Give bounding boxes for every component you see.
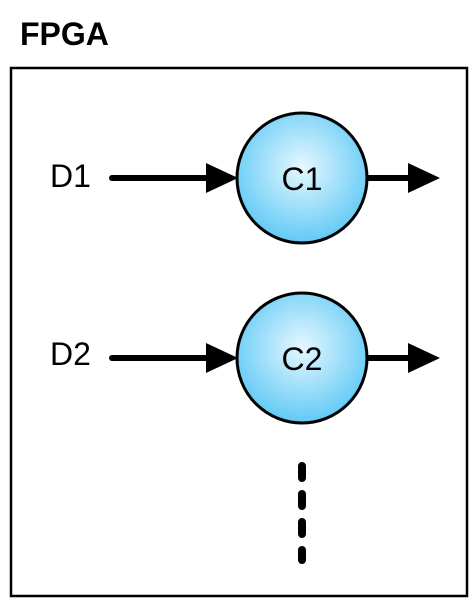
node-label-c2: C2 — [282, 341, 323, 377]
input-label-d1: D1 — [50, 158, 91, 194]
input-label-d2: D2 — [50, 336, 91, 372]
node-c2 — [235, 291, 369, 425]
input-arrowhead-d2 — [206, 343, 238, 373]
output-arrowhead-c1 — [408, 163, 440, 193]
input-arrowhead-d1 — [206, 163, 238, 193]
diagram-title: FPGA — [20, 16, 109, 52]
node-c1 — [235, 111, 369, 245]
output-arrowhead-c2 — [408, 343, 440, 373]
node-label-c1: C1 — [282, 161, 323, 197]
fpga-box — [9, 66, 469, 598]
